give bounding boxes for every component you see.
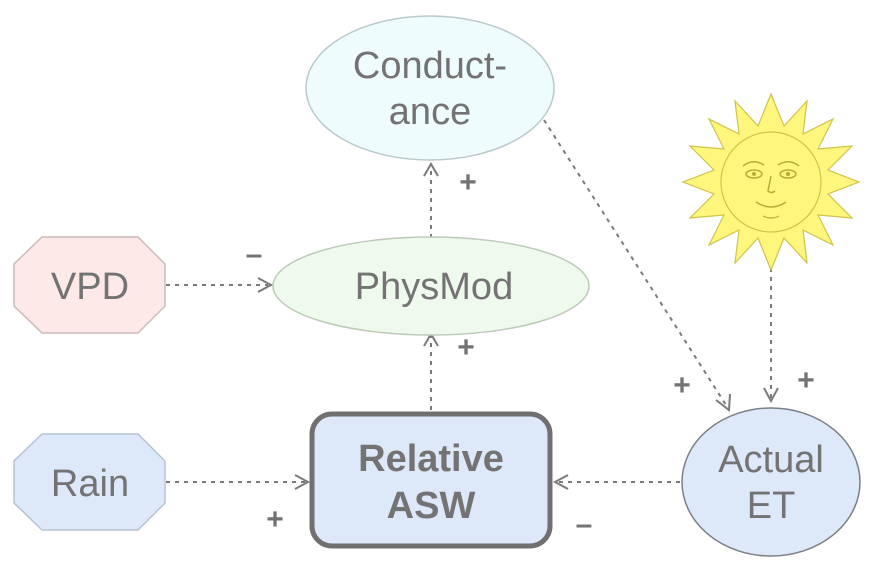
sign-conductance-to-et: + [673, 369, 691, 402]
relative-asw-label-line2: ASW [387, 485, 476, 527]
edge-conductance-to-et [543, 119, 727, 406]
sun-right-eye [779, 169, 797, 179]
arrowhead-et-top [763, 387, 779, 404]
arrowhead-conductance [423, 162, 439, 177]
sun-mouth [755, 201, 787, 208]
node-rain: Rain [13, 433, 166, 531]
sun-icon [681, 92, 861, 272]
conductance-label-line2: ance [389, 91, 471, 133]
rain-label: Rain [51, 463, 129, 505]
node-physmod: PhysMod [272, 236, 590, 336]
sun-right-pupil [786, 172, 790, 176]
sun-right-brow [777, 161, 800, 167]
physmod-label: PhysMod [355, 266, 513, 308]
vpd-octagon [13, 236, 166, 334]
sign-sun-to-et: + [797, 364, 815, 397]
sign-asw-to-physmod: + [457, 331, 475, 364]
node-conductance: Conduct- ance [305, 15, 555, 161]
arrowhead-physmod-left [257, 277, 274, 293]
vpd-label: VPD [51, 266, 129, 308]
edges [166, 119, 779, 490]
node-vpd: VPD [13, 236, 166, 334]
rain-octagon [13, 433, 166, 531]
actual-et-label-line2: ET [747, 485, 796, 527]
physmod-ellipse [272, 236, 590, 336]
arrowhead-asw-left [294, 474, 311, 490]
sun-nose [767, 175, 776, 194]
conductance-ellipse [305, 15, 555, 161]
sign-physmod-to-conductance: + [459, 166, 477, 199]
arrowhead-asw-right [552, 474, 569, 490]
relative-asw-box [309, 411, 553, 549]
relative-asw-label-line1: Relative [358, 438, 504, 480]
edge-signs: + – + + – + + [246, 166, 815, 541]
actual-et-label-line1: Actual [718, 439, 824, 481]
sun-disc [720, 131, 822, 233]
sun-left-brow [742, 161, 765, 167]
actual-et-ellipse [681, 407, 861, 557]
sign-vpd-to-physmod: – [246, 238, 263, 271]
conductance-label-line1: Conduct- [353, 45, 507, 87]
sun-chin [762, 215, 780, 219]
node-actual-et: Actual ET [681, 407, 861, 557]
arrowhead-et-diagonal [715, 393, 731, 412]
sign-rain-to-asw: + [266, 503, 284, 536]
sun-left-pupil [752, 172, 756, 176]
sun-left-eye [745, 169, 763, 179]
sign-et-to-asw: – [576, 508, 593, 541]
node-relative-asw: Relative ASW [309, 411, 553, 549]
